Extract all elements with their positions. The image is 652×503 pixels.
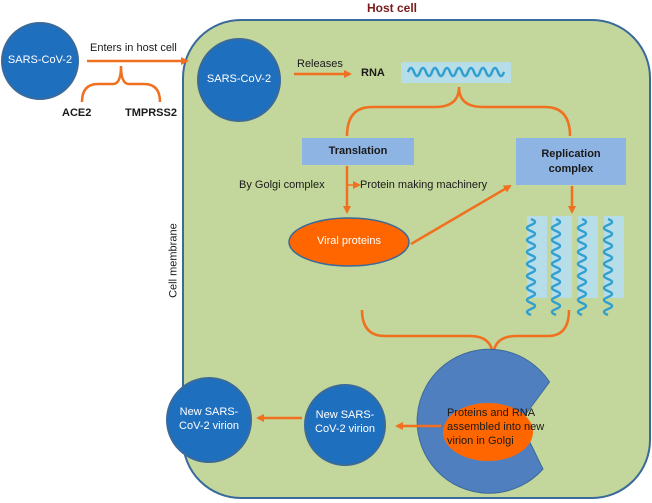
- translation-label: Translation: [328, 145, 388, 158]
- tmprss2-label: TMPRSS2: [125, 107, 177, 119]
- replicated-rna-strands: [525, 216, 624, 317]
- golgi-complex-label: By Golgi complex: [239, 179, 325, 191]
- host-cell-title: Host cell: [367, 1, 418, 15]
- rna-label: RNA: [361, 67, 385, 79]
- translation-box: [302, 138, 414, 165]
- receptor-bracket: [80, 65, 162, 103]
- enters-label: Enters in host cell: [90, 42, 177, 54]
- ace2-label: ACE2: [62, 107, 92, 119]
- assembly-line3: virion in Golgi: [447, 434, 514, 447]
- new-virion-inside-line1: New SARS-: [315, 409, 375, 421]
- new-virion-outside: [166, 377, 252, 463]
- releases-label: Releases: [297, 58, 343, 70]
- assembly-ellipse: [443, 403, 533, 461]
- viral-proteins-ellipse: [288, 217, 410, 267]
- replication-box: [516, 138, 626, 185]
- proteins-to-replication-arrow: [410, 184, 512, 246]
- assembly-line1: Proteins and RNA: [447, 407, 536, 419]
- protein-machinery-label: Protein making machinery: [360, 179, 488, 191]
- sars-cov-2-inside: [197, 38, 281, 122]
- sars-cov-2-inside-label: SARS-CoV-2: [206, 73, 272, 85]
- new-virion-outside-line1: New SARS-: [179, 406, 239, 418]
- new-virion-inside-line2: CoV-2 virion: [315, 422, 375, 435]
- viral-proteins-label: Viral proteins: [317, 235, 381, 247]
- replication-label-line2: complex: [548, 162, 594, 175]
- assembly-label: Proteins and RNA assembled into new viri…: [447, 407, 544, 448]
- sars-cov-2-outside-label: SARS-CoV-2: [7, 54, 73, 66]
- replication-label-line1: Replication: [541, 148, 601, 161]
- assembly-line2: assembled into new: [447, 420, 545, 433]
- new-virion-inside-label: New SARS- CoV-2 virion: [306, 409, 384, 437]
- sars-cov-2-outside: [1, 22, 79, 100]
- new-virion-inside: [304, 384, 386, 466]
- rna-split-bracket: [345, 86, 572, 137]
- new-virion-outside-label: New SARS- CoV-2 virion: [168, 406, 250, 434]
- new-virion-outside-line2: CoV-2 virion: [179, 419, 239, 432]
- replication-label: Replication complex: [516, 138, 626, 185]
- cell-membrane-label: Cell membrane: [167, 223, 180, 298]
